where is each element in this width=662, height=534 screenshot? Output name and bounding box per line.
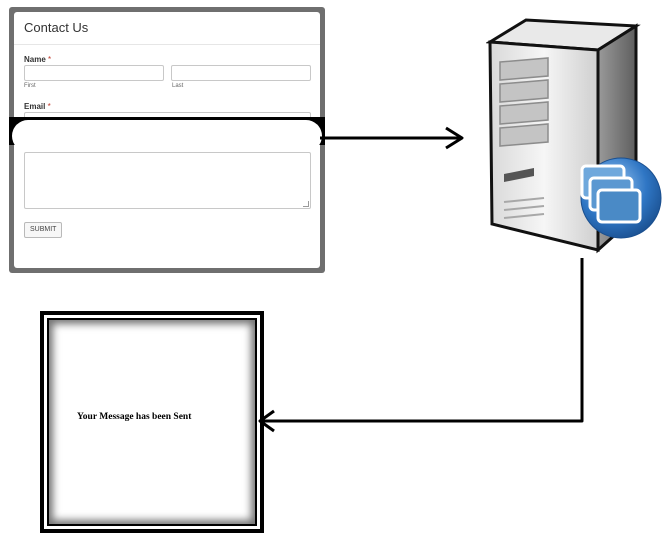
arrow-head-to-server bbox=[445, 126, 464, 150]
name-label-text: Name bbox=[24, 55, 46, 64]
app-window-badge-icon bbox=[580, 157, 662, 239]
server-slot bbox=[504, 168, 534, 182]
email-required-mark: * bbox=[47, 102, 51, 111]
message-sent-frame: Your Message has been Sent bbox=[40, 311, 264, 533]
email-label: Email * bbox=[24, 102, 51, 111]
last-name-input[interactable] bbox=[171, 65, 311, 81]
first-name-input[interactable] bbox=[24, 65, 164, 81]
arrow-head-to-message bbox=[258, 409, 275, 433]
name-label: Name * bbox=[24, 55, 51, 64]
name-required-mark: * bbox=[48, 55, 52, 64]
submit-button[interactable]: SUBMIT bbox=[24, 222, 63, 238]
message-sent-panel: Your Message has been Sent bbox=[47, 318, 257, 526]
last-sublabel: Last bbox=[172, 83, 184, 89]
message-textarea[interactable] bbox=[24, 152, 311, 209]
application-server-icon bbox=[486, 18, 662, 254]
drive-bays bbox=[499, 57, 549, 147]
server-vents bbox=[503, 197, 545, 219]
form-cutout-blank bbox=[12, 120, 322, 152]
resize-grip-icon[interactable] bbox=[303, 201, 309, 207]
email-label-text: Email bbox=[24, 102, 46, 111]
form-divider bbox=[14, 44, 320, 45]
message-sent-text: Your Message has been Sent bbox=[77, 412, 192, 422]
form-title: Contact Us bbox=[24, 20, 89, 35]
arrow-server-to-message bbox=[262, 258, 584, 423]
first-sublabel: First bbox=[24, 83, 36, 89]
